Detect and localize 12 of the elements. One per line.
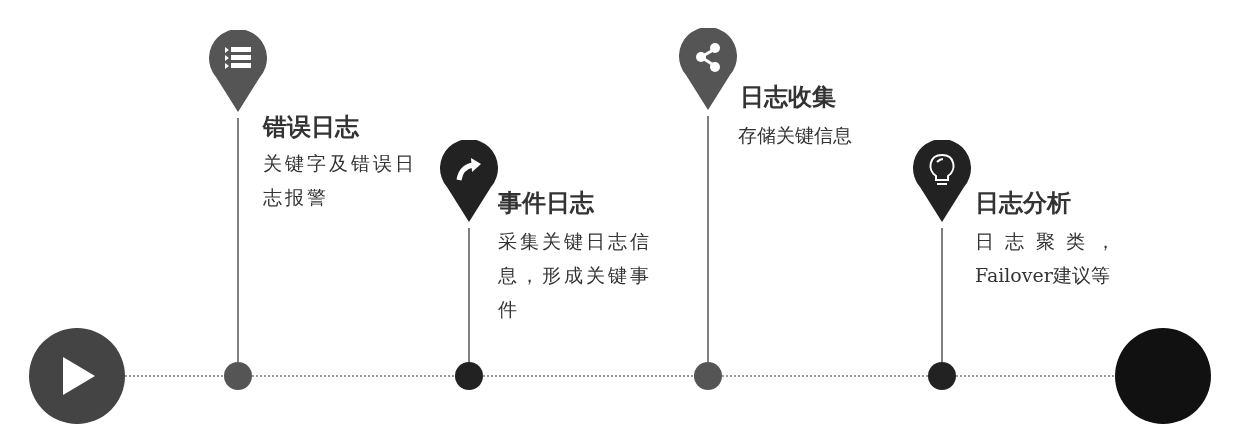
step-description: 日志聚类，Failover建议等 — [975, 229, 1115, 288]
step-description: 关键字及错误日志报警 — [263, 151, 418, 210]
connector-line — [237, 117, 239, 363]
step-title: 日志分析 — [975, 188, 1071, 218]
step-title: 事件日志 — [498, 188, 594, 218]
connector-line — [468, 227, 470, 363]
connector-line — [941, 227, 943, 363]
step-title: 错误日志 — [263, 112, 359, 142]
connector-line — [707, 115, 709, 363]
step-description: 存储关键信息 — [738, 123, 853, 148]
step-title: 日志收集 — [740, 82, 836, 112]
step-description: 采集关键日志信息，形成关键事件 — [498, 229, 653, 322]
